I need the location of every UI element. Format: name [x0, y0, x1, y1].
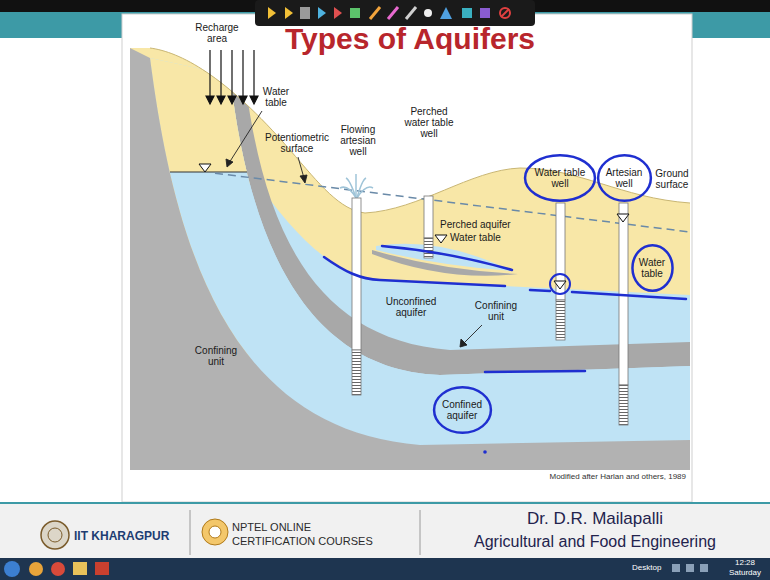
clock-day: Saturday [729, 569, 761, 578]
note-text-group: Confined aquifer [437, 399, 487, 421]
artesian-well [619, 203, 628, 425]
surface-label: Potentiometric surface [262, 132, 332, 154]
clock-day-box: Saturday [729, 569, 761, 578]
clock-time-box: 12:28 [735, 559, 755, 568]
taskbar-icon [29, 562, 43, 576]
well-label-box: Perched water table well [402, 106, 456, 139]
cross-section [130, 40, 690, 480]
presenter-name: Dr. D.R. Mailapalli [430, 510, 760, 529]
zone-label: Recharge area [190, 22, 244, 44]
unit-label-box: Confining unit [470, 300, 522, 322]
surface-label-box: Potentiometric surface [262, 132, 332, 154]
water-table-line [170, 172, 247, 173]
course-logo [202, 519, 228, 545]
note-text-group: Artesian well [603, 167, 645, 189]
potentiometric-symbol [617, 214, 629, 222]
source-caption: Modified after Harlan and others, 1989 [500, 473, 686, 482]
footer-separator [190, 510, 191, 555]
recharge-arrows [206, 50, 258, 104]
water-table-label: Water table [258, 86, 294, 108]
water-table-symbol [554, 281, 566, 289]
marker-ellipse [632, 245, 672, 291]
department-name: Agricultural and Food Engineering [430, 533, 760, 551]
aquifer-label: Perched aquifer [440, 219, 511, 230]
marker-dot [483, 450, 487, 454]
surface-label: Ground surface [654, 168, 690, 190]
course-name-box: NPTEL ONLINE [232, 521, 311, 533]
note-text: Artesian well [603, 167, 645, 189]
marker-ellipse [525, 155, 595, 201]
unit-label: Confining unit [470, 300, 522, 322]
bottom-confining-unit [130, 48, 690, 480]
note-text: Water table well [531, 167, 589, 189]
slide-title: Types of Aquifers [250, 22, 570, 55]
circled-note: Water table [630, 243, 675, 293]
circled-note: Artesian well [596, 153, 653, 203]
water-table-symbol [435, 235, 447, 243]
footer-bar [0, 503, 770, 558]
aquifer-label-box: Perched aquifer [440, 219, 511, 230]
note-text-group: Water table [635, 257, 669, 279]
ground-surface-line [150, 48, 690, 213]
unsaturated-zone [130, 40, 690, 480]
course-name-box: CERTIFICATION COURSES [232, 535, 373, 547]
footer-rule [0, 502, 770, 504]
taskbar [0, 558, 770, 580]
institute-name-box: IIT KHARAGPUR [74, 530, 169, 543]
marker-annotations [324, 246, 686, 372]
circled-note: Confined aquifer [432, 385, 493, 435]
slide-title-box: Types of Aquifers [250, 22, 570, 55]
water-table-label-box: Water table [450, 232, 501, 243]
flowing-artesian-well [340, 174, 373, 395]
water-table-label: Water table [450, 232, 501, 243]
tray-icon [672, 564, 680, 572]
footer-separator [420, 510, 421, 555]
circled-note: Water table well [523, 153, 597, 203]
diagram-panel [122, 14, 692, 502]
taskbar-text: Desktop [632, 564, 661, 573]
institute-logo [41, 521, 69, 549]
water-table-well [556, 203, 565, 340]
water-table-symbol [199, 164, 211, 172]
surface-label-box: Ground surface [654, 168, 690, 190]
course-logo [209, 526, 221, 538]
perched-aquifer-fill [376, 244, 512, 271]
institute-logo [48, 528, 62, 542]
clock-time: 12:28 [735, 559, 755, 568]
well-label-box: Flowing artesian well [335, 124, 381, 157]
aquifer-label: Unconfined aquifer [382, 296, 440, 318]
taskbar-icon [95, 562, 109, 575]
perched-well [424, 196, 433, 258]
well-label: Perched water table well [402, 106, 456, 139]
note-text: Confined aquifer [437, 399, 487, 421]
well-label: Flowing artesian well [335, 124, 381, 157]
start-button [4, 561, 20, 577]
course-name: NPTEL ONLINE [232, 521, 311, 533]
zone-label-box: Recharge area [190, 22, 244, 44]
source-caption-box: Modified after Harlan and others, 1989 [500, 473, 686, 482]
taskbar-icon [73, 562, 87, 575]
marker-ellipse [598, 155, 651, 201]
tray-icon [686, 564, 694, 572]
unit-label-box: Confining unit [190, 345, 242, 367]
water-table-label-box: Water table [258, 86, 294, 108]
course-name: CERTIFICATION COURSES [232, 535, 373, 547]
taskbar-icon [51, 562, 65, 576]
marker-ellipse [434, 387, 491, 433]
note-text: Water table [635, 257, 669, 279]
unit-label: Confining unit [190, 345, 242, 367]
aquifer-label-box: Unconfined aquifer [382, 296, 440, 318]
taskbar-text-box: Desktop [632, 564, 661, 573]
institute-name: IIT KHARAGPUR [74, 530, 169, 543]
tray-icon [700, 564, 708, 572]
department-name-box: Agricultural and Food Engineering [430, 533, 760, 551]
presenter-name-box: Dr. D.R. Mailapalli [430, 510, 760, 529]
note-text-group: Water table well [531, 167, 589, 189]
